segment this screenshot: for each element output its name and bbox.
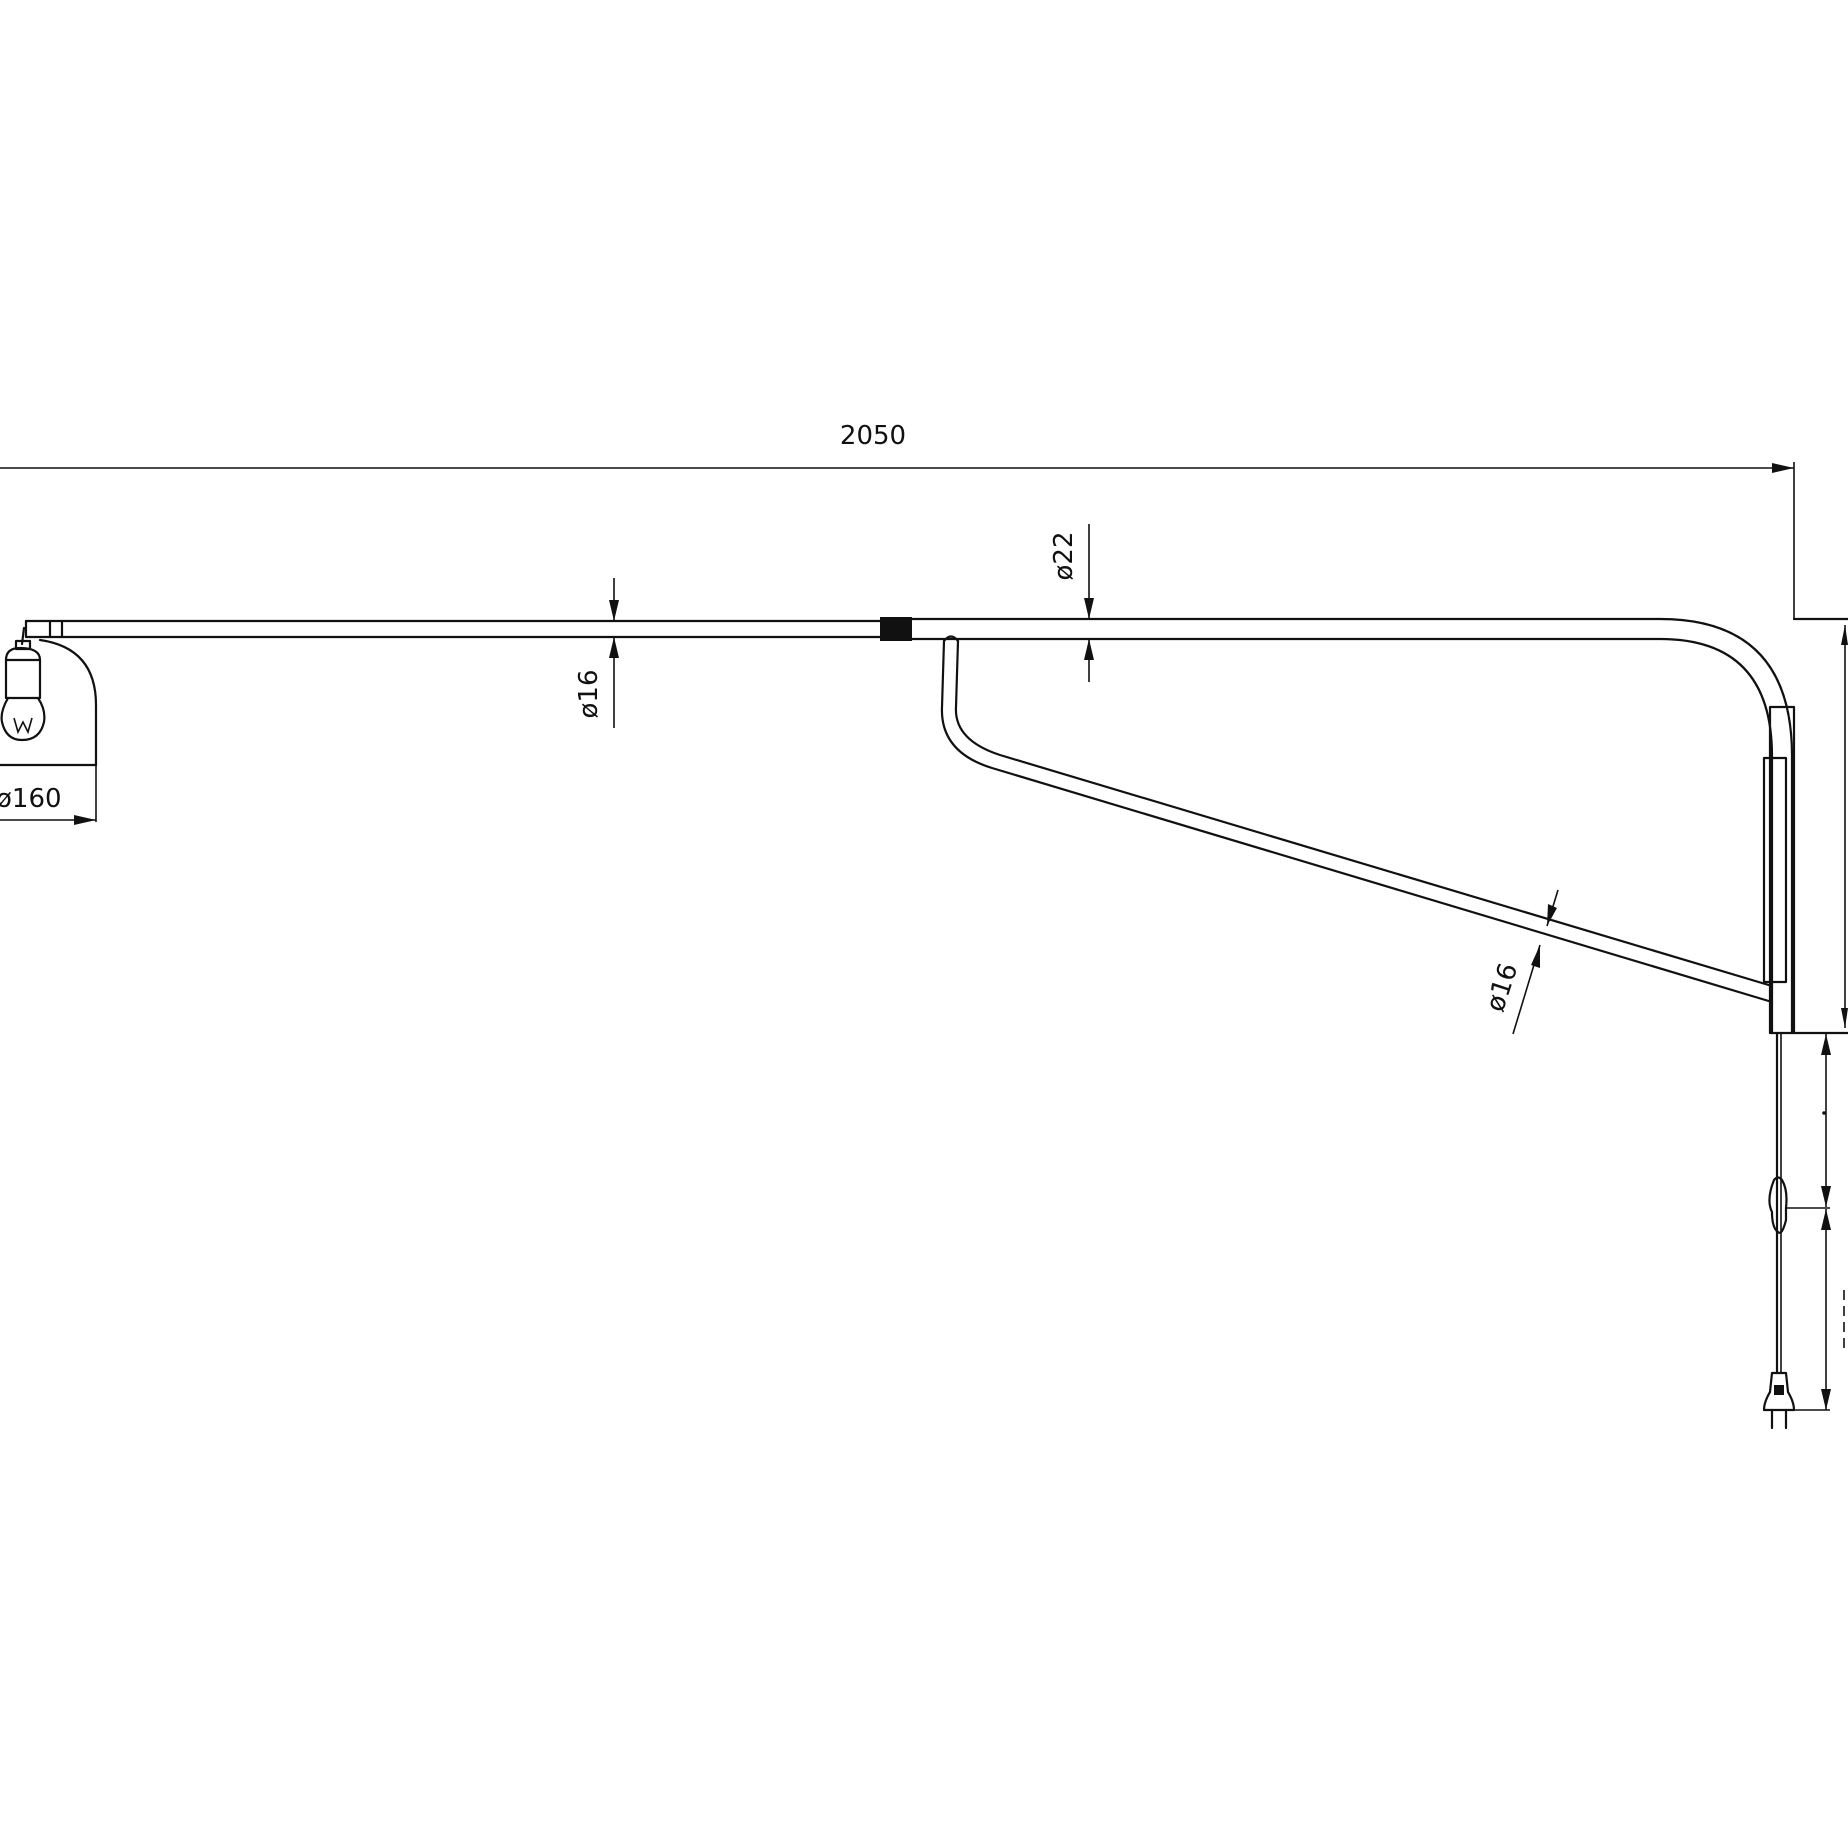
inner-arm-diameter-label: ø22 bbox=[1049, 532, 1079, 581]
inner-arm-diameter-dimension: ø22 bbox=[1049, 524, 1094, 682]
total-length-dimension: 2050 bbox=[0, 421, 1795, 620]
lamp-head bbox=[0, 626, 98, 767]
total-length-label: 2050 bbox=[840, 421, 906, 451]
shade-diameter-dimension: ø160 bbox=[0, 765, 97, 825]
wall-bracket bbox=[1762, 617, 1848, 1035]
brace-diameter-dimension: ø16 bbox=[1481, 889, 1559, 1035]
arm-joint-collar bbox=[880, 617, 912, 641]
diagonal-brace bbox=[940, 635, 1774, 1004]
outer-arm-diameter-dimension: ø16 bbox=[574, 578, 619, 728]
power-cord bbox=[1775, 1031, 1782, 1375]
outer-arm bbox=[24, 619, 882, 639]
inner-arm bbox=[910, 617, 1794, 1035]
shade-diameter-label: ø160 bbox=[0, 784, 62, 814]
bracket-height-dimension bbox=[1841, 625, 1848, 1028]
inline-switch bbox=[1768, 1176, 1830, 1234]
brace-diameter-label: ø16 bbox=[1481, 960, 1525, 1016]
cord-length-dimensions bbox=[1794, 1034, 1845, 1411]
plug bbox=[1762, 1371, 1796, 1430]
outer-arm-diameter-label: ø16 bbox=[574, 670, 604, 719]
